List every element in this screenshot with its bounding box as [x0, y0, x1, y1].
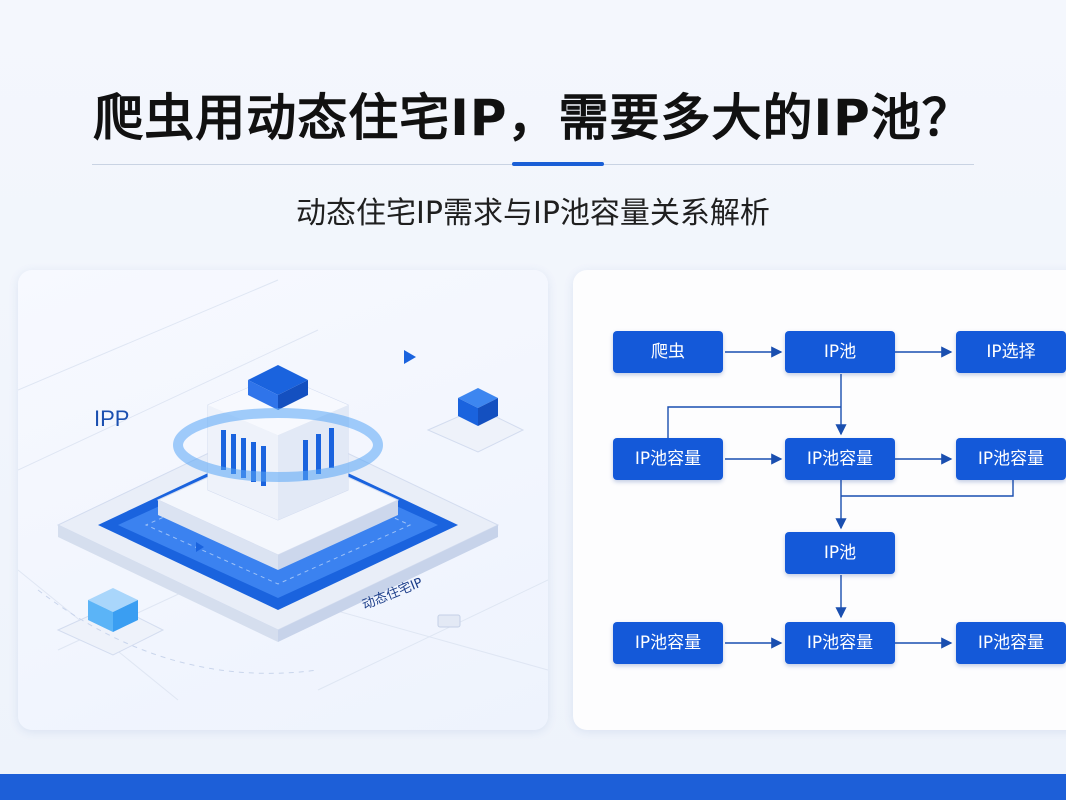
flow-node-ip-pool: IP池: [785, 331, 895, 373]
flow-node-capacity: IP池容量: [785, 622, 895, 664]
page-subtitle: 动态住宅IP需求与IP池容量关系解析: [296, 196, 770, 231]
edge-n2-loop: [667, 406, 841, 440]
flow-node-ip-select: IP选择: [956, 331, 1066, 373]
illustration-panel: IPP 动态住宅IP: [18, 270, 548, 730]
flow-node-capacity: IP池容量: [956, 622, 1066, 664]
bottom-accent-bar: [0, 774, 1066, 800]
edge-n6-loop: [841, 480, 1014, 497]
flowchart-connectors: [667, 346, 1014, 649]
flow-node-ip-pool: IP池: [785, 532, 895, 574]
flow-node-capacity: IP池容量: [785, 438, 895, 480]
flow-node-capacity: IP池容量: [613, 438, 723, 480]
flow-node-crawler: 爬虫: [613, 331, 723, 373]
ipp-label: IPP: [94, 406, 130, 431]
title-divider-accent: [512, 162, 604, 166]
isometric-server-illustration: [18, 279, 548, 701]
page-title: 爬虫用动态住宅IP，需要多大的IP池？: [93, 89, 973, 147]
flowchart-panel: 爬虫 IP池 IP选择 IP池容量 IP池容量 IP池容量 IP池 IP池容量 …: [573, 270, 1066, 730]
flow-node-capacity: IP池容量: [613, 622, 723, 664]
flow-node-capacity: IP池容量: [956, 438, 1066, 480]
